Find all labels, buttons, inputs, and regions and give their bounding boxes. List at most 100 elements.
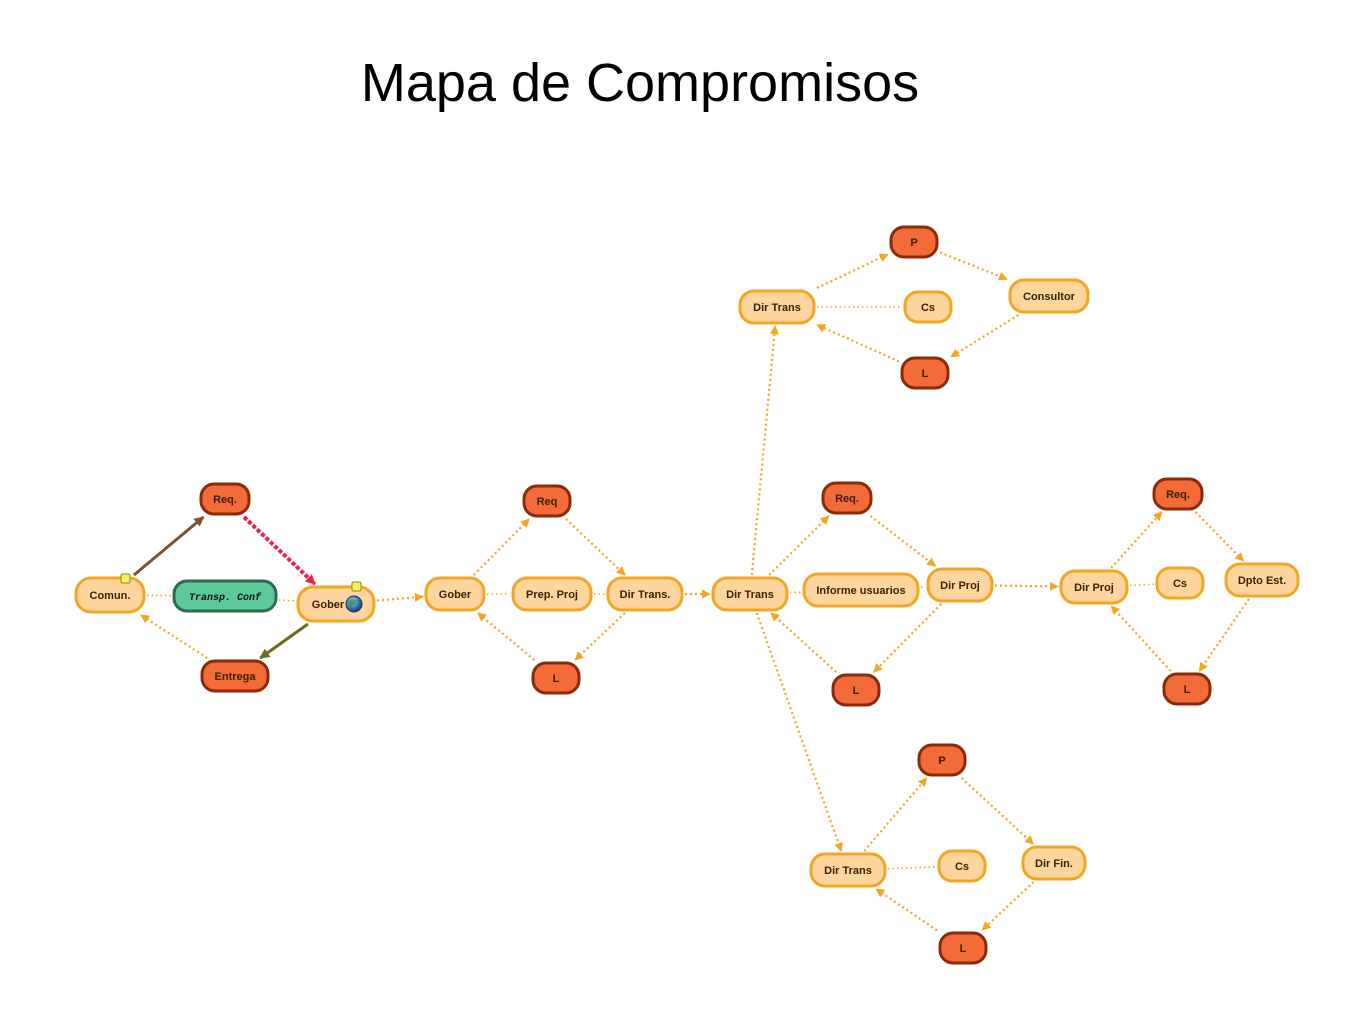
edge-l2-to-gober2 bbox=[477, 612, 536, 661]
edge-dirtrans_hub-to-req3 bbox=[768, 515, 830, 576]
node-dirproj1[interactable]: Dir Proj bbox=[926, 567, 994, 603]
edge-comun-to-req1 bbox=[132, 515, 205, 577]
node-label: Comun. bbox=[90, 590, 131, 602]
node-transp[interactable]: Transp. Conf bbox=[172, 579, 278, 613]
node-req2[interactable]: Req bbox=[522, 484, 572, 518]
node-shape bbox=[1162, 672, 1212, 706]
node-shape bbox=[711, 576, 789, 612]
node-dirtrans_hub[interactable]: Dir Trans bbox=[711, 576, 789, 612]
page-title: Mapa de Compromisos bbox=[360, 53, 920, 113]
edge-dirproj1-to-l3 bbox=[873, 603, 942, 673]
node-dirtrans1[interactable]: Dir Trans. bbox=[606, 576, 684, 612]
node-label: L bbox=[1184, 684, 1191, 696]
node-label: P bbox=[910, 237, 917, 249]
node-shape bbox=[1008, 278, 1090, 314]
edge-gober1-to-gober2 bbox=[376, 592, 424, 602]
edge-dirtrans_bot-to-cs_bot bbox=[887, 866, 937, 870]
node-shape bbox=[889, 225, 939, 259]
node-p_top[interactable]: P bbox=[889, 225, 939, 259]
node-label: Dir Trans bbox=[753, 302, 801, 314]
node-shape bbox=[74, 576, 146, 614]
node-label: L bbox=[922, 368, 929, 380]
edge-req2-to-dirtrans1 bbox=[565, 518, 626, 576]
node-shape bbox=[1155, 566, 1205, 600]
node-l_bot[interactable]: L bbox=[938, 931, 988, 965]
node-dpto[interactable]: Dpto Est. bbox=[1224, 562, 1300, 598]
node-req1[interactable]: Req. bbox=[199, 482, 251, 516]
node-cs_top[interactable]: Cs bbox=[903, 290, 953, 324]
node-shape bbox=[1152, 477, 1204, 511]
edge-dirtrans1-to-l2 bbox=[574, 612, 626, 661]
node-label: Cs bbox=[955, 861, 969, 873]
node-label: Req. bbox=[213, 494, 237, 506]
node-shape bbox=[1224, 562, 1300, 598]
node-comun[interactable]: Comun. bbox=[74, 576, 146, 614]
node-informe[interactable]: Informe usuarios bbox=[802, 572, 920, 608]
node-prep[interactable]: Prep. Proj bbox=[511, 576, 593, 612]
node-p_bot[interactable]: P bbox=[917, 743, 967, 777]
node-l_top[interactable]: L bbox=[900, 356, 950, 390]
node-label: Cs bbox=[1173, 578, 1187, 590]
node-shape bbox=[802, 572, 920, 608]
edge-dirfin-to-l_bot bbox=[981, 881, 1035, 931]
attachment-marker-icon bbox=[120, 573, 131, 584]
node-label: P bbox=[938, 755, 945, 767]
node-dirproj2[interactable]: Dir Proj bbox=[1059, 569, 1129, 605]
node-shape bbox=[199, 482, 251, 516]
edge-l_bot-to-dirtrans_bot bbox=[875, 888, 938, 932]
node-shape bbox=[937, 849, 987, 883]
node-shape bbox=[809, 852, 887, 888]
node-label: Req. bbox=[835, 493, 859, 505]
node-shape bbox=[531, 661, 581, 695]
edge-dpto-to-l4 bbox=[1198, 598, 1250, 672]
node-label: Dpto Est. bbox=[1238, 575, 1286, 587]
node-gober2[interactable]: Gober bbox=[424, 576, 486, 612]
node-dirfin[interactable]: Dir Fin. bbox=[1021, 845, 1087, 881]
node-label: Consultor bbox=[1023, 291, 1076, 303]
attachment-marker-icon bbox=[351, 581, 362, 592]
node-cs4[interactable]: Cs bbox=[1155, 566, 1205, 600]
node-l2[interactable]: L bbox=[531, 661, 581, 695]
node-consultor[interactable]: Consultor bbox=[1008, 278, 1090, 314]
edge-consultor-to-l_top bbox=[950, 314, 1019, 358]
node-label: Dir Proj bbox=[940, 580, 980, 592]
node-label: Req bbox=[537, 496, 558, 508]
node-label: Dir Trans. bbox=[620, 589, 671, 601]
node-req4[interactable]: Req. bbox=[1152, 477, 1204, 511]
node-dirtrans_bot[interactable]: Dir Trans bbox=[809, 852, 887, 888]
node-shape bbox=[172, 579, 278, 613]
node-shape bbox=[424, 576, 486, 612]
node-label: Transp. Conf bbox=[189, 592, 262, 604]
node-label: L bbox=[553, 673, 560, 685]
node-shape bbox=[1021, 845, 1087, 881]
node-label: L bbox=[853, 685, 860, 697]
node-label: Dir Trans bbox=[824, 865, 872, 877]
node-shape bbox=[926, 567, 994, 603]
node-label: Req. bbox=[1166, 489, 1190, 501]
node-gober1[interactable]: Gober bbox=[296, 585, 376, 623]
node-label: Dir Fin. bbox=[1035, 858, 1073, 870]
node-entrega[interactable]: Entrega bbox=[200, 659, 270, 693]
node-req3[interactable]: Req. bbox=[821, 481, 873, 515]
node-cs_bot[interactable]: Cs bbox=[937, 849, 987, 883]
node-label: Dir Proj bbox=[1074, 582, 1114, 594]
node-l3[interactable]: L bbox=[831, 673, 881, 707]
edge-l4-to-dirproj2 bbox=[1110, 605, 1172, 672]
node-shape bbox=[821, 481, 873, 515]
edge-gober1-to-entrega bbox=[259, 622, 309, 660]
edge-gober2-to-req2 bbox=[473, 518, 530, 576]
edge-p_top-to-consultor bbox=[939, 251, 1008, 281]
node-shape bbox=[606, 576, 684, 612]
node-shape bbox=[200, 659, 270, 693]
edge-dirtrans_hub-to-dirtrans_top bbox=[750, 325, 779, 576]
node-shape bbox=[522, 484, 572, 518]
node-label: Gober bbox=[312, 599, 345, 611]
node-dirtrans_top[interactable]: Dir Trans bbox=[738, 289, 816, 325]
edge-req4-to-dpto bbox=[1194, 511, 1245, 562]
edges-layer bbox=[132, 251, 1250, 932]
node-label: L bbox=[960, 943, 967, 955]
node-shape bbox=[511, 576, 593, 612]
edge-dirtrans_top-to-p_top bbox=[816, 253, 889, 290]
node-l4[interactable]: L bbox=[1162, 672, 1212, 706]
